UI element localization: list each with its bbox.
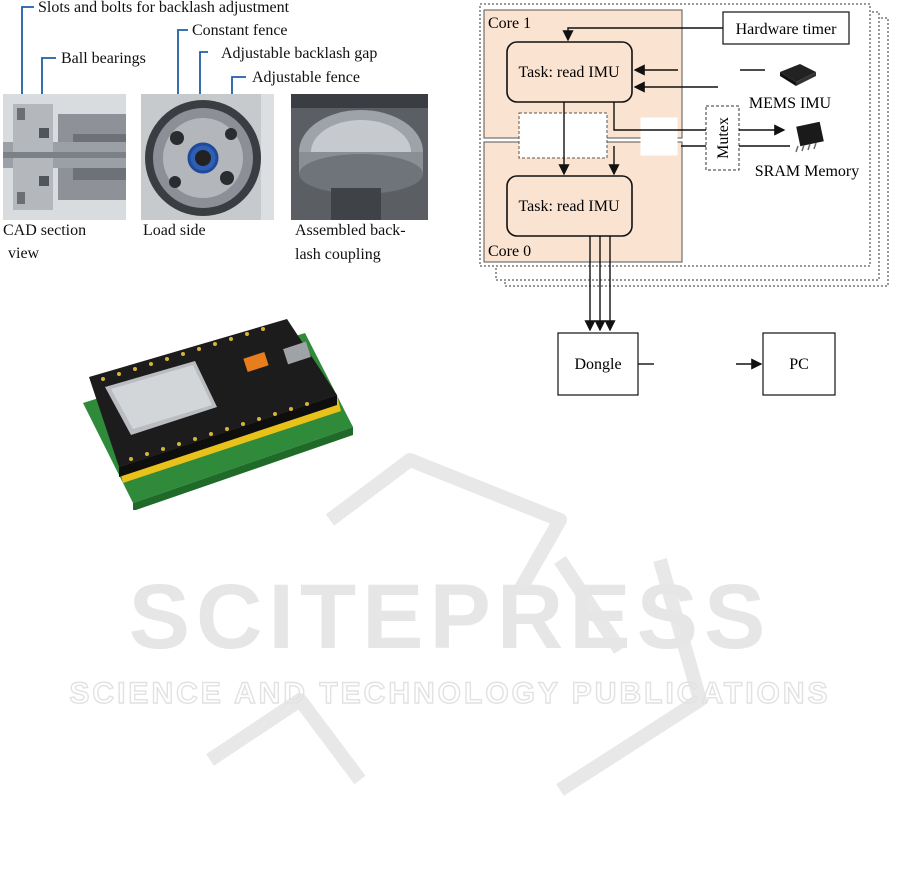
watermark-book-icon <box>206 453 707 796</box>
mutex-box <box>705 105 740 171</box>
core0-label: Core 0 <box>488 243 531 260</box>
sram-memory-label: SRAM Memory <box>755 163 859 180</box>
label-gap-box <box>640 117 678 156</box>
core1-label: Core 1 <box>488 15 531 32</box>
pc-box <box>762 332 836 396</box>
task-bottom-box <box>506 175 633 237</box>
caption-assembled-2: lash coupling <box>295 246 381 263</box>
esp32-board-image <box>83 319 353 510</box>
callout-adjustable-fence: Adjustable fence <box>252 69 360 86</box>
caption-assembled-1: Assembled back- <box>295 222 406 239</box>
callout-constant-fence: Constant fence <box>192 22 288 39</box>
mems-imu-chip-icon <box>780 64 816 86</box>
pc-label: PC <box>789 356 809 373</box>
callout-ball-bearings: Ball bearings <box>61 50 146 67</box>
hardware-timer-label: Hardware timer <box>736 21 838 38</box>
sram-chip-icon <box>795 121 824 153</box>
architecture-diagram: Core 1 Core 0 Hardware timer Task: read … <box>479 3 889 396</box>
mems-imu-label: MEMS IMU <box>749 95 832 112</box>
watermark-brand: SCITEPRESS <box>129 566 772 668</box>
task-bottom-label: Task: read IMU <box>518 198 620 215</box>
callout-slots-bolts: Slots and bolts for backlash adjustment <box>38 0 290 16</box>
dongle-label: Dongle <box>574 356 621 373</box>
task-top-label: Task: read IMU <box>518 64 620 81</box>
callout-backlash-gap: Adjustable backlash gap <box>221 45 378 62</box>
caption-cad-1: CAD section <box>3 222 87 239</box>
coupling-figure: Slots and bolts for backlash adjustment … <box>0 0 440 275</box>
mutex-label: Mutex <box>715 117 732 159</box>
assembled-coupling-image <box>291 94 428 220</box>
dongle-box <box>557 332 639 396</box>
cad-section-image <box>3 94 126 220</box>
watermark-tagline: SCIENCE AND TECHNOLOGY PUBLICATIONS <box>69 677 830 710</box>
caption-load-side: Load side <box>143 222 206 239</box>
caption-cad-2: view <box>8 245 40 262</box>
task-top-box <box>506 41 633 103</box>
load-side-image <box>141 94 274 220</box>
queue-box <box>518 112 608 159</box>
